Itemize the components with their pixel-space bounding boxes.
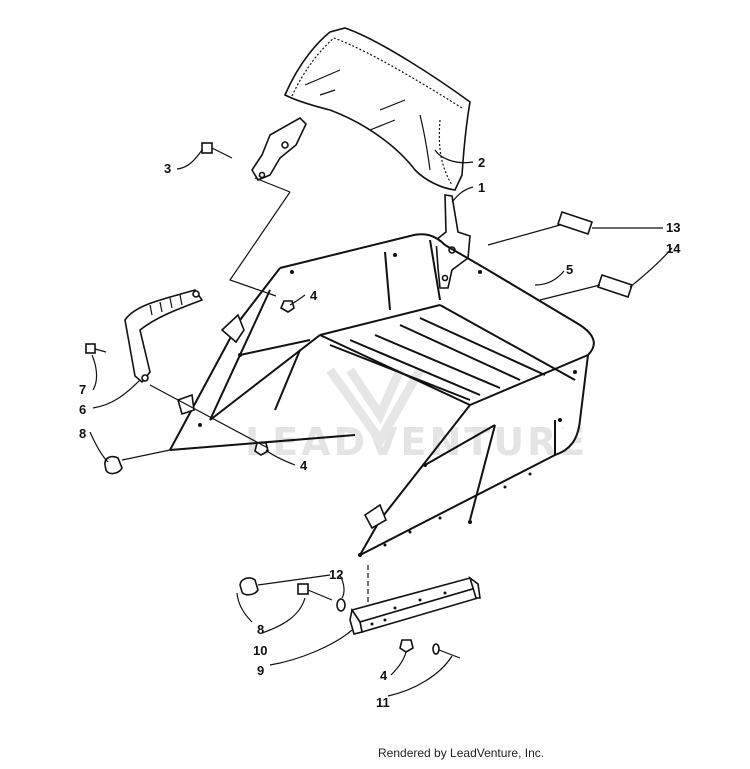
callout-14: 14 (666, 241, 681, 256)
callout-5: 5 (566, 262, 573, 277)
callout-7: 7 (79, 382, 86, 397)
callout-8-upper: 8 (79, 426, 86, 441)
callout-12: 12 (329, 567, 343, 582)
callout-9: 9 (257, 663, 264, 678)
callout-4-middle: 4 (300, 458, 308, 473)
callout-4-lower: 4 (380, 668, 388, 683)
screw-7 (85, 343, 107, 354)
end-cap-8-lower (239, 577, 259, 596)
callout-1: 1 (478, 180, 485, 195)
label-plate-13 (556, 210, 594, 236)
callout-11: 11 (376, 695, 390, 710)
bolt-10 (297, 583, 333, 601)
rack-frame (169, 233, 595, 557)
nut-4-lower (399, 639, 414, 653)
callout-2: 2 (478, 155, 485, 170)
washer-12 (336, 598, 346, 612)
mount-bracket (349, 575, 481, 635)
watermark-text: LEADVENTURE (245, 420, 588, 464)
callout-10: 10 (253, 643, 267, 658)
label-plate-14 (596, 273, 634, 299)
callout-4-upper: 4 (310, 288, 318, 303)
left-clamp (251, 117, 307, 182)
watermark-logo (326, 367, 424, 449)
bolt-3 (201, 142, 233, 159)
footer-credit: Rendered by LeadVenture, Inc. (378, 746, 545, 760)
backrest-pad (283, 27, 471, 191)
leader-lines (89, 149, 673, 697)
end-cap-8-upper (104, 455, 123, 475)
callout-8-lower: 8 (257, 622, 264, 637)
callout-13: 13 (666, 220, 680, 235)
callout-3: 3 (164, 161, 171, 176)
callout-6: 6 (79, 402, 86, 417)
grab-handle (124, 289, 204, 384)
pin-11 (432, 643, 461, 659)
nut-4-upper (279, 300, 295, 313)
